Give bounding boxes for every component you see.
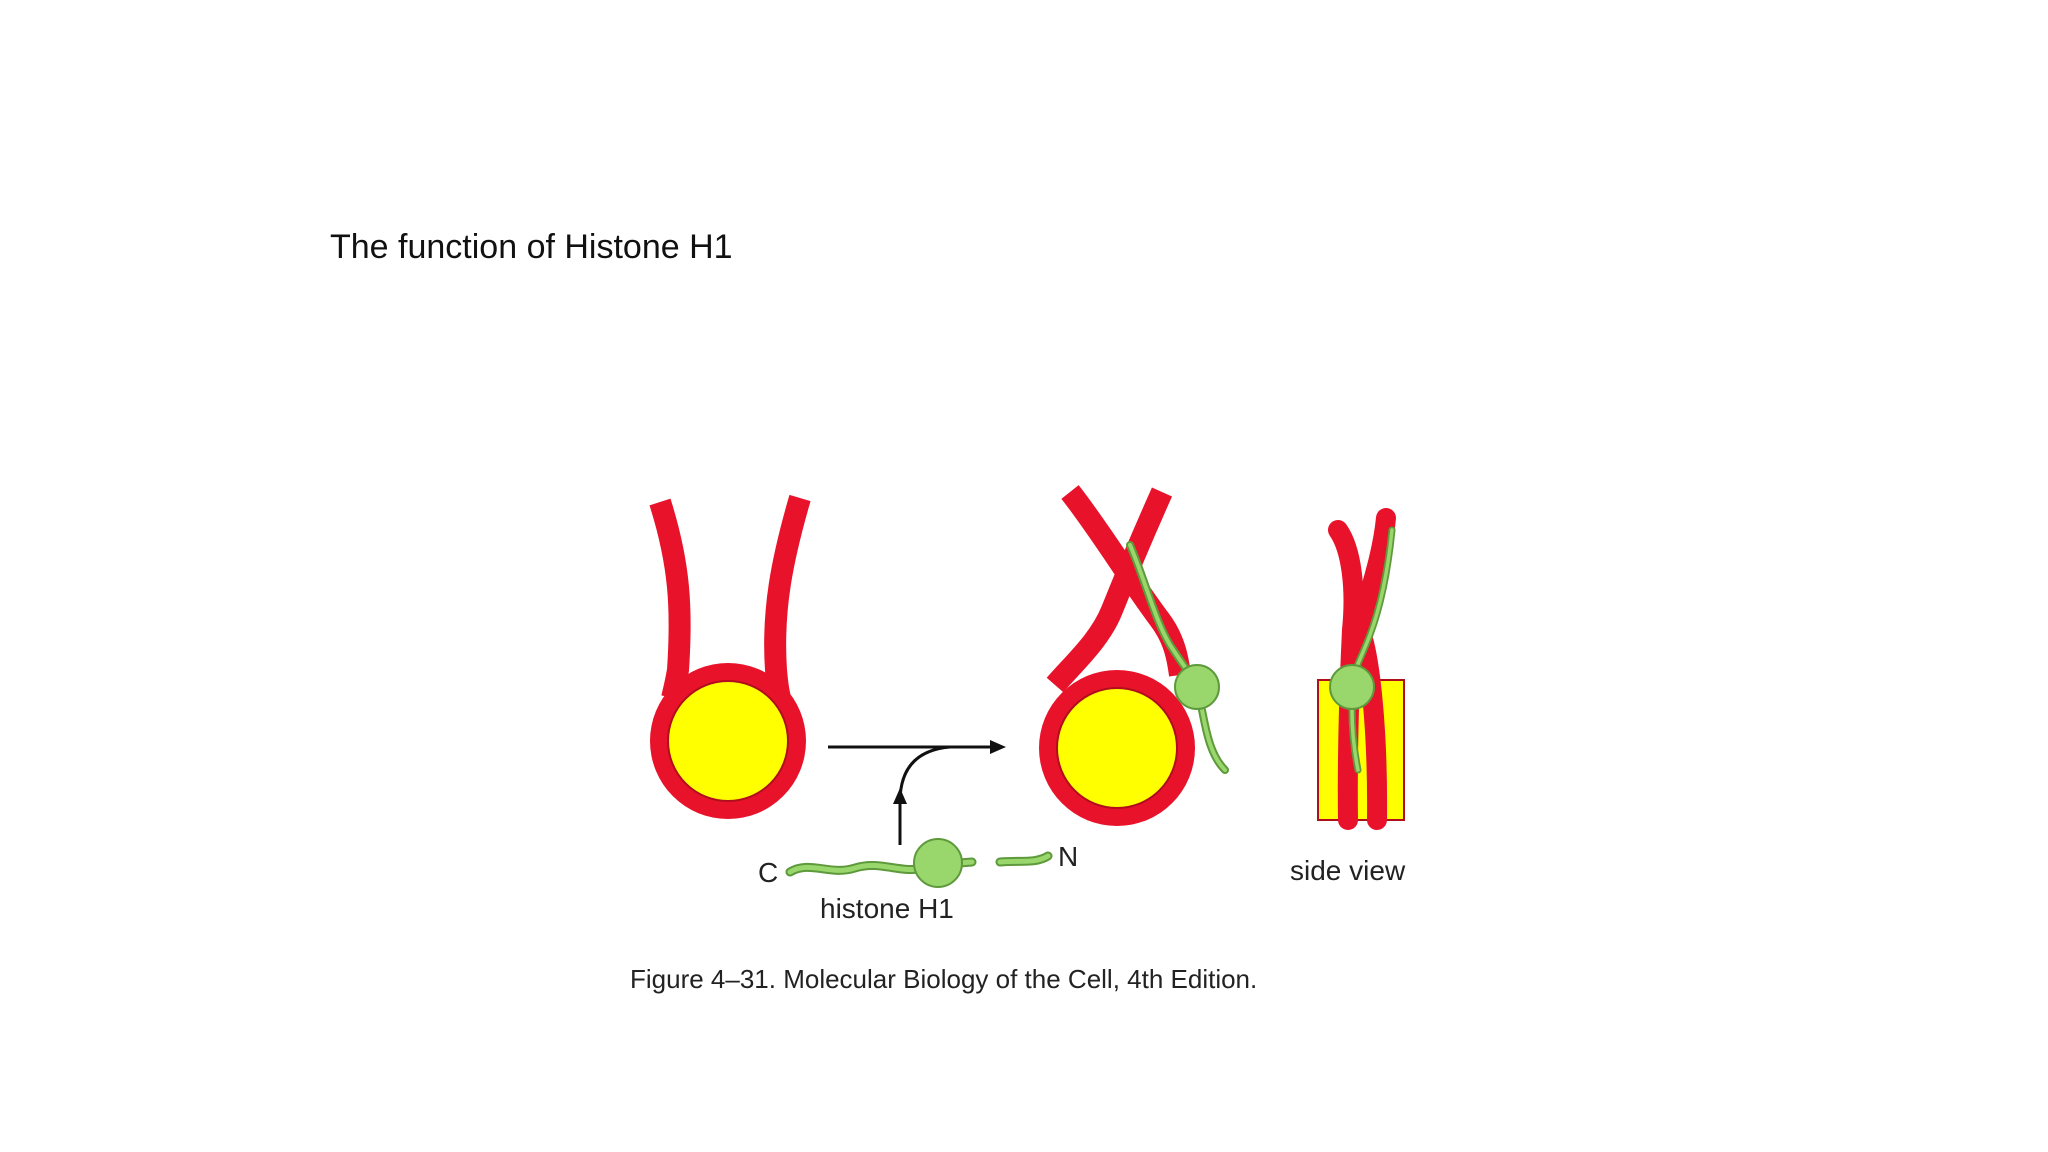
- h1-globular-domain-bound: [1174, 664, 1220, 710]
- nucleosome-without-h1: [649, 494, 811, 819]
- histone-h1-label: histone H1: [820, 893, 954, 924]
- h1-globular-domain-side: [1329, 664, 1375, 710]
- figure-caption: Figure 4–31. Molecular Biology of the Ce…: [630, 964, 1257, 994]
- n-terminus-label: N: [1058, 841, 1078, 872]
- reaction-arrow: [828, 740, 1006, 845]
- histone-h1-figure: C N histone H1 side vie: [600, 470, 1480, 1030]
- nucleosome-with-h1: [1039, 485, 1229, 826]
- histone-core: [667, 680, 789, 802]
- slide-title: The function of Histone H1: [330, 228, 733, 266]
- figure-svg: C N histone H1 side vie: [630, 485, 1406, 994]
- dna-side-right: [1349, 508, 1396, 830]
- dna-linker-right: [764, 494, 811, 701]
- dna-linker-left: [649, 498, 691, 701]
- side-view-diagram: [1317, 508, 1405, 830]
- c-terminus-label: C: [758, 857, 778, 888]
- histone-h1-molecule: [785, 838, 1053, 888]
- dna-strand-crossing-b: [1046, 487, 1173, 693]
- h1-globular-domain: [913, 838, 963, 888]
- histone-core-bound: [1056, 687, 1178, 809]
- side-view-label: side view: [1290, 855, 1406, 886]
